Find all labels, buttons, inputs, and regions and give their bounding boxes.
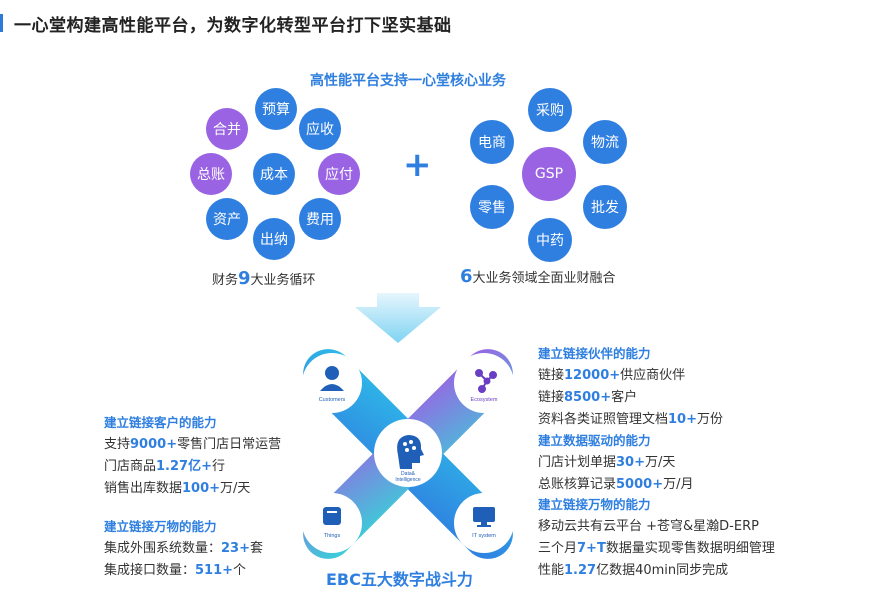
section-heading: 建立链接万物的能力 — [104, 519, 217, 534]
center-label-line1: Data& — [401, 471, 416, 477]
bubble-cost: 成本 — [253, 153, 295, 195]
monitor-icon — [473, 507, 495, 527]
stat-line: 链接8500+客户 — [538, 390, 638, 405]
plus-sign: + — [403, 145, 432, 185]
section-heading: 建立链接伙伴的能力 — [538, 346, 651, 361]
right-caption: 6大业务领域全面业财融合 — [460, 266, 616, 287]
things-icon — [323, 507, 341, 525]
stat-line: 门店计划单据30+万/天 — [538, 455, 676, 470]
stat-line: 销售出库数据100+万/天 — [104, 481, 251, 496]
things-label: Things — [324, 533, 341, 539]
bubble-assets: 资产 — [206, 198, 248, 240]
ecosystem-node — [454, 353, 514, 413]
brain-head-icon — [397, 435, 424, 469]
ebc-x-diagram: Customers Ecosystem Things IT system Dat… — [302, 349, 514, 559]
stat-line: 性能1.27亿数据40min同步完成 — [538, 563, 729, 578]
stat-line: 支持9000+零售门店日常运营 — [104, 437, 282, 452]
things-capability: 建立链接万物的能力 集成外围系统数量：23+套 集成接口数量：511+个 — [104, 516, 294, 582]
customers-label: Customers — [319, 397, 346, 403]
bubble-logistics: 物流 — [583, 120, 627, 164]
things-capability-right: 建立链接万物的能力 移动云共有云平台 +苍穹&星瀚D-ERP 三个月7+T数据量… — [538, 494, 858, 582]
stat-line: 链接12000+供应商伙伴 — [538, 368, 686, 383]
bubble-merge: 合并 — [206, 108, 248, 150]
bubble-wholesale: 批发 — [583, 185, 627, 229]
bubble-payable: 应付 — [318, 153, 360, 195]
bubble-ledger: 总账 — [190, 153, 232, 195]
page-title: 一心堂构建高性能平台，为数字化转型平台打下坚实基础 — [14, 16, 452, 36]
stat-line: 集成接口数量：511+个 — [104, 563, 247, 578]
stat-line: 三个月7+T数据量实现零售数据明细管理 — [538, 541, 775, 556]
stat-line: 总账核算记录5000+万/月 — [538, 477, 694, 492]
left-caption: 财务9大业务循环 — [212, 268, 316, 289]
stat-line: 门店商品1.27亿+行 — [104, 459, 225, 474]
customer-icon — [320, 366, 344, 391]
down-arrow-icon — [355, 293, 441, 343]
ecosystem-label: Ecosystem — [471, 397, 498, 403]
bubble-purchase: 采购 — [528, 88, 572, 132]
it-system-label: IT system — [472, 533, 496, 539]
section-heading: 建立链接万物的能力 — [538, 497, 651, 512]
bubble-tcm: 中药 — [528, 218, 572, 262]
data-capability: 建立数据驱动的能力 门店计划单据30+万/天 总账核算记录5000+万/月 — [538, 430, 838, 496]
bubble-cashier: 出纳 — [253, 218, 295, 260]
center-label-line2: Intelligence — [395, 477, 421, 483]
stat-line: 移动云共有云平台 +苍穹&星瀚D-ERP — [538, 519, 759, 534]
section-heading: 建立链接客户的能力 — [104, 415, 217, 430]
bubble-retail: 零售 — [470, 185, 514, 229]
bubble-ecommerce: 电商 — [470, 120, 514, 164]
bubble-gsp: GSP — [522, 147, 576, 201]
customers-node — [302, 353, 362, 413]
ebc-caption: EBC五大数字战斗力 — [326, 570, 473, 589]
bubble-budget: 预算 — [255, 88, 297, 130]
ecosystem-icon — [475, 369, 497, 393]
title-accent-bar — [0, 14, 3, 32]
section-heading: 建立数据驱动的能力 — [538, 433, 651, 448]
partner-capability: 建立链接伙伴的能力 链接12000+供应商伙伴 链接8500+客户 资料各类证照… — [538, 343, 838, 431]
bubble-receivable: 应收 — [299, 108, 341, 150]
stat-line: 资料各类证照管理文档10+万份 — [538, 412, 724, 427]
platform-subhead: 高性能平台支持一心堂核心业务 — [310, 73, 506, 89]
customer-capability: 建立链接客户的能力 支持9000+零售门店日常运营 门店商品1.27亿+行 销售… — [104, 412, 294, 500]
bubble-expense: 费用 — [299, 198, 341, 240]
stat-line: 集成外围系统数量：23+套 — [104, 541, 264, 556]
